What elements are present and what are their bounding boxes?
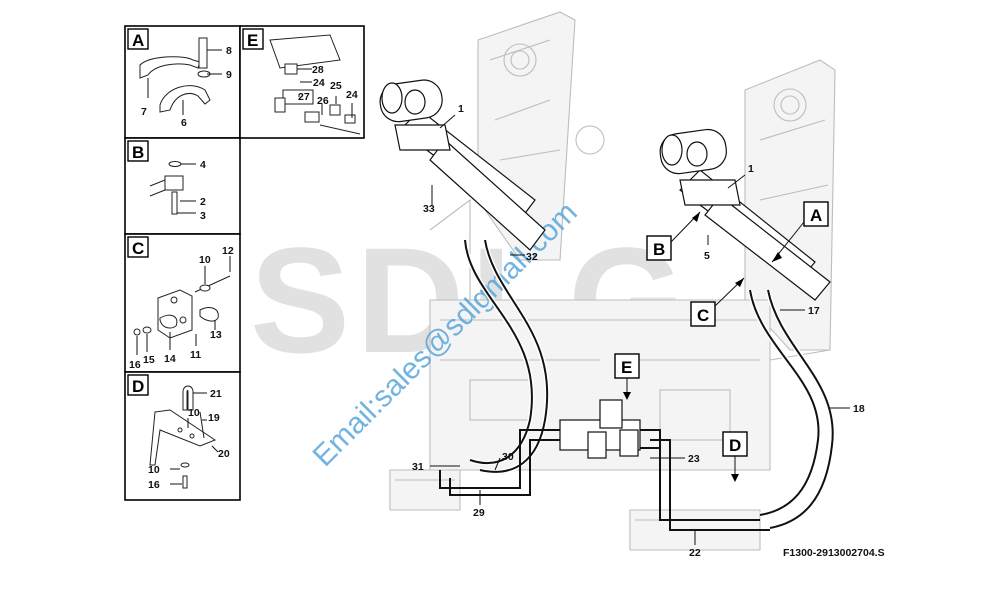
label-main-17: 17	[808, 305, 820, 317]
loader-frame	[389, 11, 836, 551]
detail-box-b: B 4 2 3	[124, 137, 241, 235]
detail-box-c-letter: C	[132, 239, 144, 258]
label-e-25: 25	[330, 80, 342, 92]
label-d-20: 20	[218, 448, 230, 460]
callout-e-letter: E	[621, 358, 632, 377]
label-e-26: 26	[317, 95, 329, 107]
label-c-13: 13	[210, 329, 222, 341]
label-a-6: 6	[181, 117, 187, 129]
label-b-2: 2	[200, 196, 206, 208]
callout-e: E	[614, 353, 640, 400]
label-e-28: 28	[312, 64, 324, 76]
detail-box-d-letter: D	[132, 377, 144, 396]
label-e-24b: 24	[346, 89, 358, 101]
detail-box-d: D 21 10 19 20 10 16	[124, 371, 241, 501]
hoses	[439, 239, 836, 531]
label-d-21: 21	[210, 388, 222, 400]
label-main-18: 18	[853, 403, 865, 415]
label-a-7: 7	[141, 106, 147, 118]
callout-b: B	[646, 211, 701, 261]
valve-block	[559, 399, 641, 459]
label-main-23: 23	[688, 453, 700, 465]
callout-c: C	[690, 277, 745, 327]
detail-box-b-letter: B	[132, 143, 144, 162]
left-cylinder	[379, 79, 546, 251]
callout-d: D	[722, 431, 748, 482]
label-main-1-left: 1	[458, 103, 464, 115]
label-a-8: 8	[226, 45, 232, 57]
label-e-27: 27	[298, 91, 310, 103]
label-main-33: 33	[423, 203, 435, 215]
label-main-5: 5	[704, 250, 710, 262]
frame-central-plate	[429, 299, 771, 471]
label-main-30: 30	[502, 451, 514, 463]
detail-box-a: A 8 9 7 6	[124, 25, 241, 139]
callout-a: A	[771, 201, 829, 263]
label-b-4: 4	[200, 159, 206, 171]
callout-a-letter: A	[810, 206, 822, 225]
label-c-16: 16	[129, 359, 141, 371]
label-a-9: 9	[226, 69, 232, 81]
main-labels: 1 1 33 32 5 17 18 23 31 30 29 22	[412, 103, 865, 559]
label-b-3: 3	[200, 210, 206, 222]
label-main-1-right: 1	[748, 163, 754, 175]
detail-box-c: C 12 10 13 16 15 14 11	[124, 233, 241, 373]
label-main-32: 32	[526, 251, 538, 263]
label-d-10b: 10	[148, 464, 160, 476]
figure-reference: F1300-2913002704.S	[783, 547, 885, 559]
label-e-24a: 24	[313, 77, 325, 89]
label-main-31: 31	[412, 461, 424, 473]
label-c-10: 10	[199, 254, 211, 266]
callout-b-letter: B	[653, 240, 665, 259]
label-d-19: 19	[208, 412, 220, 424]
callout-d-letter: D	[729, 436, 741, 455]
detail-box-e-letter: E	[247, 31, 258, 50]
label-main-29: 29	[473, 507, 485, 519]
label-main-22: 22	[689, 547, 701, 559]
detail-box-e: E 28 24 25 27 26 24	[239, 25, 365, 139]
right-cylinder	[659, 128, 831, 301]
label-d-10a: 10	[188, 407, 200, 419]
label-c-14: 14	[164, 353, 176, 365]
callout-c-letter: C	[697, 306, 709, 325]
label-c-11: 11	[190, 349, 201, 361]
detail-box-a-letter: A	[132, 31, 144, 50]
label-c-15: 15	[143, 354, 155, 366]
label-c-12: 12	[222, 245, 234, 257]
label-d-16: 16	[148, 479, 160, 491]
